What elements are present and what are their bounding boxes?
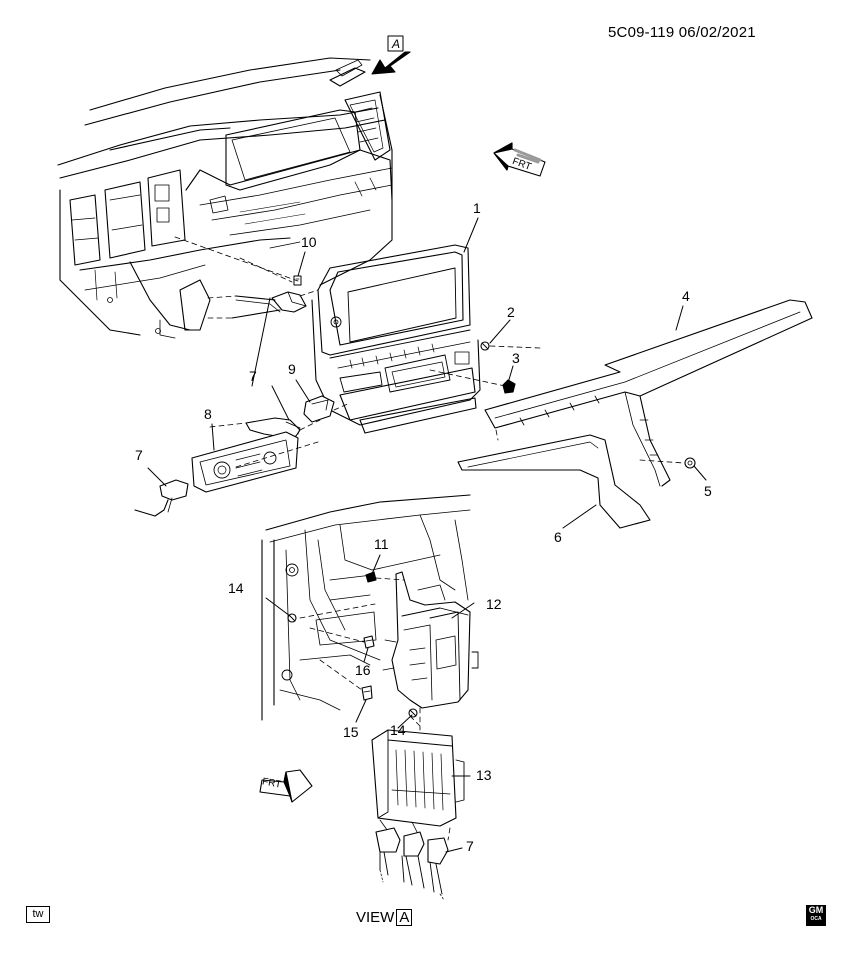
part-9-bracket: [303, 395, 335, 423]
callout-9: 9: [288, 361, 296, 377]
display-assembly: [311, 244, 481, 434]
callout-8: 8: [204, 406, 212, 422]
callout-11: 11: [374, 536, 389, 552]
callout-4: 4: [682, 288, 690, 304]
callout-16: 16: [355, 662, 371, 678]
fastener-2: [480, 341, 490, 351]
callout-14-a: 14: [228, 580, 244, 596]
document-id: 5C09-119 06/02/2021: [608, 24, 756, 41]
connector-7-left: [134, 479, 189, 517]
callout-13: 13: [476, 767, 492, 783]
callout-6: 6: [554, 529, 562, 545]
front-arrow-bottom: [259, 769, 313, 803]
upper-trim-panel: [484, 299, 813, 487]
electronic-control-module: [371, 729, 465, 835]
callout-7-c: 7: [466, 838, 474, 854]
view-caption-text: VIEW: [356, 909, 395, 926]
callout-1: 1: [473, 200, 481, 216]
gm-logo-text: GM: [808, 905, 824, 915]
view-a-arrow: [371, 35, 411, 75]
leader-lines: [147, 217, 707, 853]
connector-7-upper: [231, 291, 307, 319]
callout-2: 2: [507, 304, 515, 320]
climate-control-module: [191, 431, 299, 493]
instrument-panel: [57, 57, 393, 339]
gm-logo-subtext: OCA: [810, 916, 822, 922]
callout-3: 3: [512, 350, 520, 366]
connector-7-lower: [375, 827, 449, 901]
view-marker-letter: A: [392, 37, 401, 51]
callout-14-b: 14: [390, 722, 406, 738]
fastener-5: [684, 457, 696, 469]
lower-trim-panel: [457, 434, 651, 529]
alignment-lines: [174, 236, 685, 841]
fastener-3: [502, 379, 516, 394]
view-caption-letter: A: [396, 909, 413, 926]
front-arrow-top: [493, 142, 546, 177]
callout-5: 5: [704, 483, 712, 499]
fastener-11: [365, 571, 377, 583]
callout-15: 15: [343, 724, 359, 740]
gm-logo: GM OCA: [806, 905, 826, 926]
callout-12: 12: [486, 596, 502, 612]
lower-body-structure: [261, 494, 471, 721]
callout-10: 10: [301, 234, 317, 250]
fastener-15: [361, 685, 373, 701]
fastener-16: [363, 635, 375, 649]
fastener-14-lower: [408, 708, 418, 718]
callout-7-b: 7: [135, 447, 143, 463]
callout-7-a: 7: [249, 368, 257, 384]
module-bracket: [382, 571, 479, 709]
corner-tag: tw: [26, 906, 50, 923]
